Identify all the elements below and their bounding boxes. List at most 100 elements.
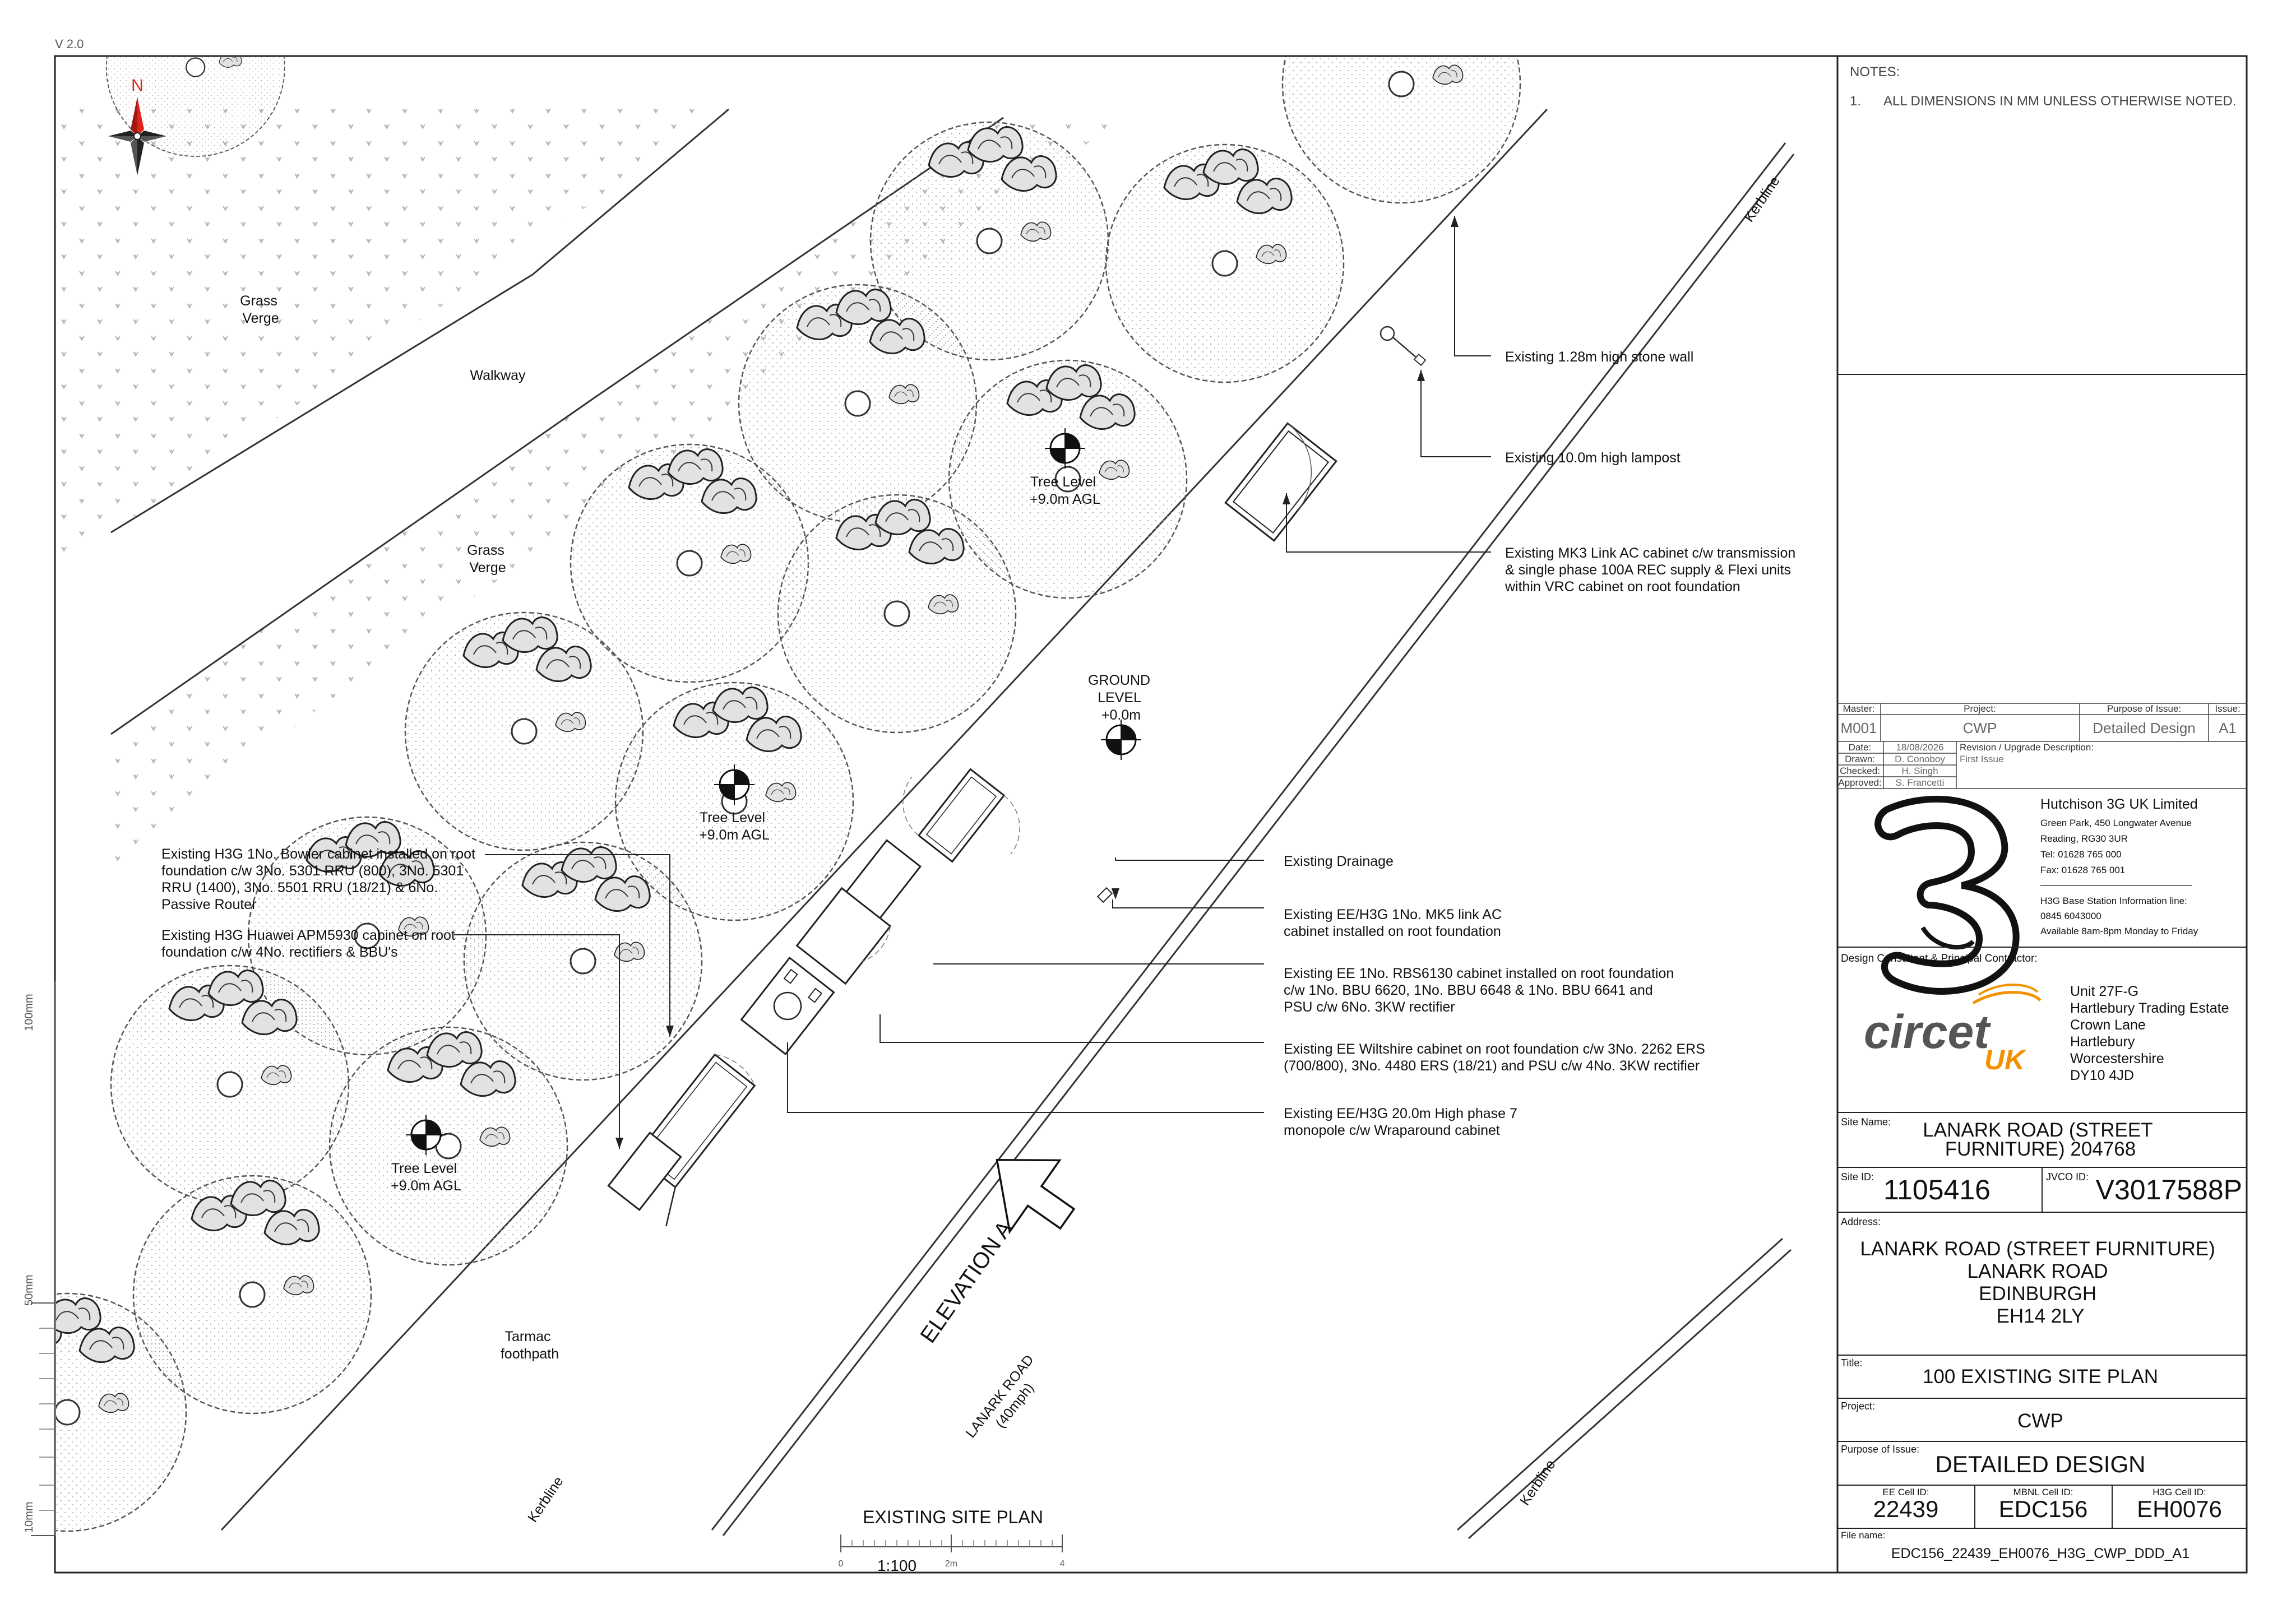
file-name: EDC156_22439_EH0076_H3G_CWP_DDD_A1 <box>1891 1546 2189 1561</box>
note-1-number: 1. <box>1850 94 1861 109</box>
site-name-label: Site Name: <box>1841 1116 1891 1128</box>
annotation-wiltshire-cabinet: Existing EE Wiltshire cabinet on root fo… <box>1284 1041 1709 1074</box>
jvco-id: V3017588P <box>2096 1174 2242 1205</box>
walkway-edge-upper <box>110 108 729 534</box>
jvco-label: JVCO ID: <box>2046 1171 2089 1183</box>
rev-value-master: M001 <box>1840 720 1877 736</box>
title-block: NOTES: 1. ALL DIMENSIONS IN MM UNLESS OT… <box>1837 64 2247 1561</box>
ruler-label-10mm: 10mm <box>23 1501 35 1533</box>
annotation-stone-wall: Existing 1.28m high stone wall <box>1505 349 1693 365</box>
three-logo <box>1874 795 2020 995</box>
rev-value-approved: S. Francetti <box>1896 777 1945 788</box>
rev-value-drawn: D. Conoboy <box>1895 754 1945 764</box>
label-tree-level-2: Tree Level +9.0m AGL <box>699 810 770 843</box>
drawing-title: 100 EXISTING SITE PLAN <box>1923 1366 2158 1388</box>
label-ground-level: GROUND LEVEL +0.0m <box>1088 673 1154 723</box>
plan-title: EXISTING SITE PLAN <box>863 1507 1043 1527</box>
rev-label-approved: Approved: <box>1838 777 1882 788</box>
svg-text:circet: circet <box>1864 1005 1991 1058</box>
circet-logo: circet UK <box>1864 984 2042 1075</box>
label-tree-level-1: Tree Level +9.0m AGL <box>1030 474 1100 507</box>
annotation-bowler-cabinet: Existing H3G 1No. Bowler cabinet install… <box>161 846 479 912</box>
consultant-heading: Design Consultant & Principal Contractor… <box>1841 953 2038 964</box>
rev-desc-value: First Issue <box>1960 754 2003 764</box>
mk3-cabinet-symbol <box>1224 422 1337 542</box>
scale-tick-4: 4 <box>1060 1559 1065 1569</box>
elevation-arrow <box>996 1158 1076 1235</box>
label-tarmac: Tarmac foothpath <box>501 1329 559 1362</box>
site-plan: N Grass Verge Walkway Grass Verge Tree L… <box>56 0 1799 1574</box>
label-kerbline-1: Kerbline <box>1741 174 1783 225</box>
label-elevation-a: ELEVATION A <box>915 1217 1017 1348</box>
label-kerbline-2: Kerbline <box>525 1474 567 1525</box>
client-address: Green Park, 450 Longwater Avenue Reading… <box>2040 818 2195 875</box>
project-label: Project: <box>1841 1401 1875 1412</box>
ruler-label-100mm: 100mm <box>23 994 35 1031</box>
scale-bar: EXISTING SITE PLAN 0 2m 4 1:100 <box>839 1507 1065 1574</box>
rev-value-date: 18/08/2026 <box>1896 742 1943 753</box>
purpose-label: Purpose of Issue: <box>1841 1444 1919 1455</box>
revision-table <box>1837 703 2247 789</box>
mbnl-cell-label: MBNL Cell ID: <box>2013 1487 2073 1497</box>
purpose-value: DETAILED DESIGN <box>1936 1451 2146 1477</box>
side-ruler: 100mm 50mm 10mm <box>23 981 55 1536</box>
project-value: CWP <box>2017 1410 2063 1432</box>
annotation-huawei-cabinet: Existing H3G Huawei APM5930 cabinet on r… <box>161 928 459 960</box>
kerbline-upper-a <box>711 142 1786 1531</box>
equipment-compound <box>607 768 1113 1227</box>
rev-header-issue: Issue: <box>2215 703 2240 714</box>
label-kerbline-3: Kerbline <box>1517 1457 1559 1509</box>
title-label: Title: <box>1841 1357 1862 1369</box>
label-tree-level-3: Tree Level +9.0m AGL <box>391 1161 461 1194</box>
annotation-lampost: Existing 10.0m high lampost <box>1505 450 1681 466</box>
consultant-address: Unit 27F-G Hartlebury Trading Estate Cro… <box>2070 984 2233 1083</box>
h3g-cell-id: EH0076 <box>2137 1496 2222 1522</box>
mbnl-cell-id: EDC156 <box>1999 1496 2088 1522</box>
rev-desc-label: Revision / Upgrade Description: <box>1960 742 2094 753</box>
rev-value-checked: H. Singh <box>1901 766 1938 776</box>
lampost-symbol <box>1380 326 1427 367</box>
grass-verge-upper <box>56 109 729 571</box>
ruler-label-50mm: 50mm <box>23 1274 35 1306</box>
rev-value-purpose: Detailed Design <box>2093 720 2196 736</box>
notes-heading: NOTES: <box>1850 64 1900 80</box>
kerbline-upper-b <box>722 154 1795 1536</box>
label-road: LANARK ROAD (40mph) <box>962 1349 1053 1452</box>
sheet-border <box>54 55 2248 1574</box>
stone-wall <box>220 108 1548 1531</box>
north-arrow <box>108 97 166 175</box>
rev-header-master: Master: <box>1843 703 1875 714</box>
ee-cell-label: EE Cell ID: <box>1882 1487 1929 1497</box>
scale-tick-0: 0 <box>839 1559 844 1569</box>
annotation-drainage: Existing Drainage <box>1284 854 1394 869</box>
rev-label-checked: Checked: <box>1840 766 1880 776</box>
rev-label-date: Date: <box>1849 742 1872 753</box>
annotation-monopole: Existing EE/H3G 20.0m High phase 7 monop… <box>1284 1106 1521 1138</box>
label-walkway: Walkway <box>470 368 526 383</box>
ee-cell-id: 22439 <box>1873 1496 1939 1522</box>
ground-level-marker <box>1100 718 1142 761</box>
kerbline-lower-b <box>1468 1249 1792 1539</box>
leader-lines <box>454 216 1491 1149</box>
rev-value-issue: A1 <box>2219 720 2237 736</box>
version-label: V 2.0 <box>55 37 84 51</box>
file-name-label: File name: <box>1841 1530 1885 1541</box>
site-id-label: Site ID: <box>1841 1171 1874 1183</box>
client-name: Hutchison 3G UK Limited <box>2040 796 2198 812</box>
h3g-cell-label: H3G Cell ID: <box>2152 1487 2206 1497</box>
annotation-mk3-cabinet: Existing MK3 Link AC cabinet c/w transmi… <box>1505 545 1799 595</box>
annotation-rbs6130-cabinet: Existing EE 1No. RBS6130 cabinet install… <box>1284 966 1678 1015</box>
note-1-text: ALL DIMENSIONS IN MM UNLESS OTHERWISE NO… <box>1883 94 2236 109</box>
scale-tick-2m: 2m <box>945 1559 957 1569</box>
site-id: 1105416 <box>1883 1174 1991 1205</box>
annotation-mk5-cabinet: Existing EE/H3G 1No. MK5 link AC cabinet… <box>1284 907 1506 939</box>
rev-header-project: Project: <box>1964 703 1996 714</box>
label-grass-verge-1: Grass Verge <box>240 293 281 326</box>
rev-value-project: CWP <box>1963 720 1997 736</box>
site-name: LANARK ROAD (STREET FURNITURE) 204768 <box>1923 1119 2158 1160</box>
address-label: Address: <box>1841 1216 1881 1227</box>
site-address: LANARK ROAD (STREET FURNITURE) LANARK RO… <box>1860 1238 2220 1327</box>
rev-label-drawn: Drawn: <box>1845 754 1875 764</box>
walkway-edge-lower <box>110 117 1004 735</box>
kerbline-lower-a <box>1456 1237 1784 1531</box>
